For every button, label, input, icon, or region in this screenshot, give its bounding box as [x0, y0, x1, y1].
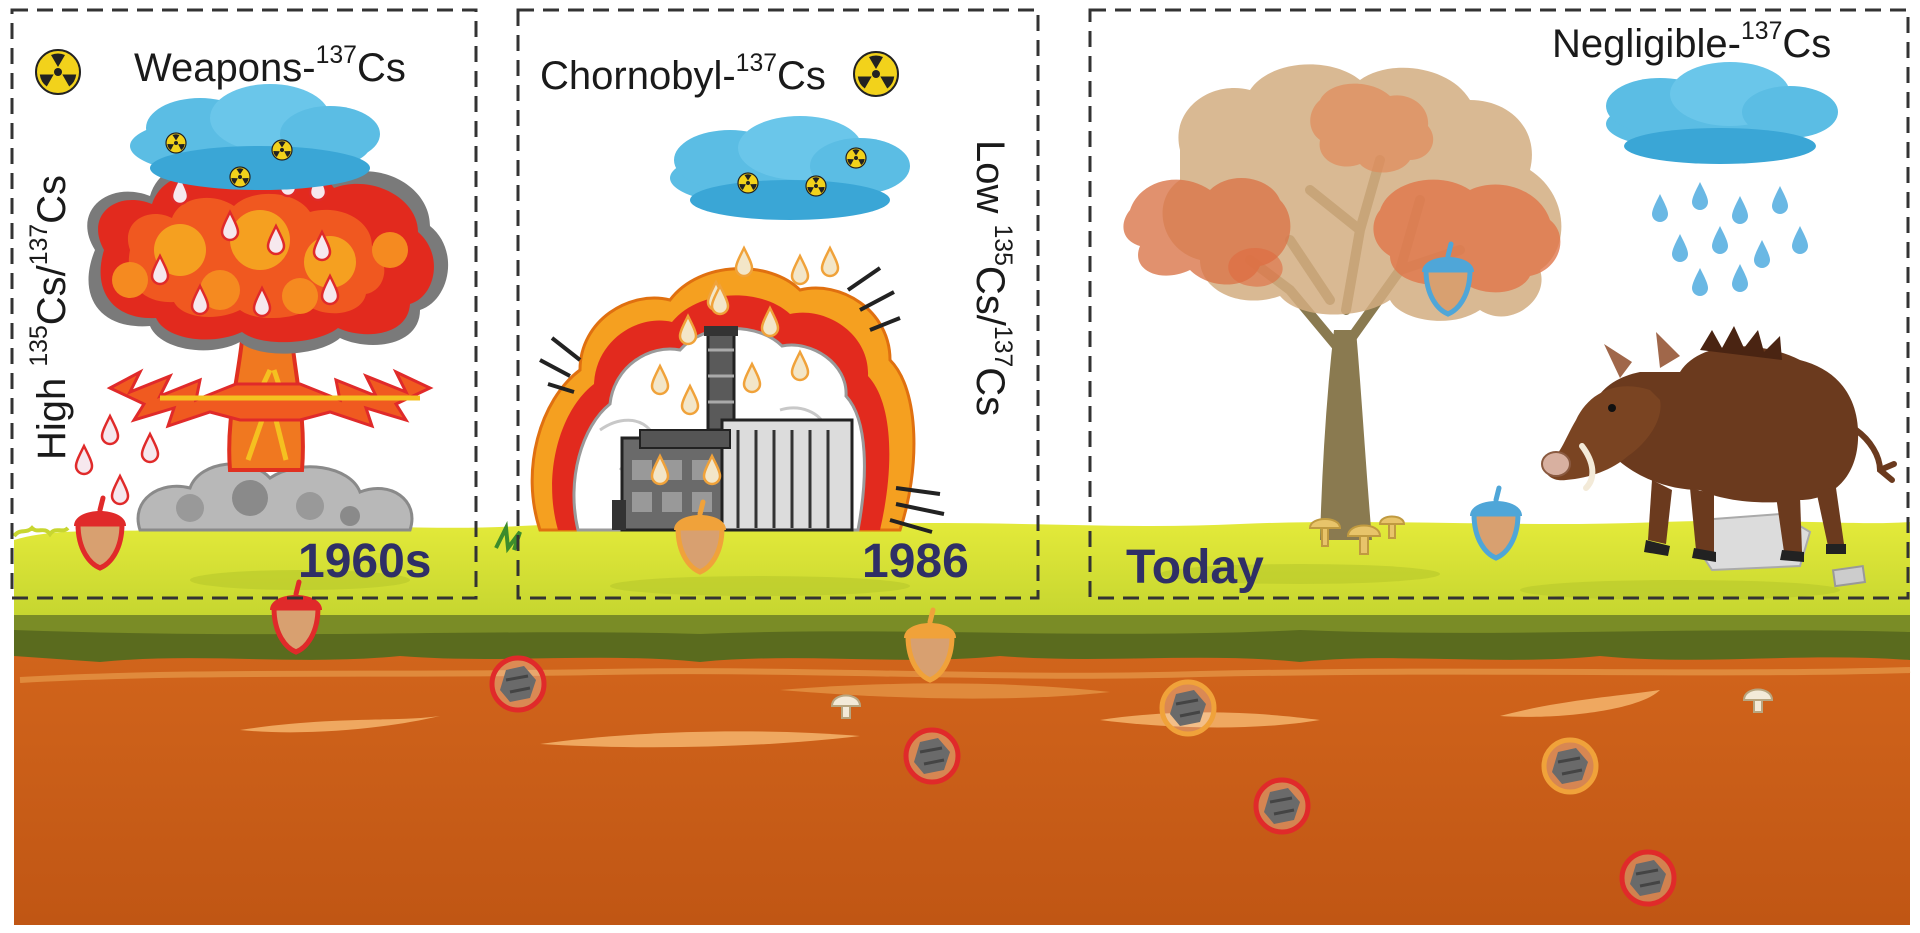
mushroom-cloud-icon	[87, 151, 449, 532]
tree-icon	[1123, 64, 1562, 540]
radiation-icon	[35, 49, 81, 95]
panel-1-isotope-ratio: High 135Cs/137Cs	[26, 174, 74, 460]
rain-cloud-icon	[670, 116, 910, 220]
power-plant-icon	[530, 266, 945, 534]
radiation-icon	[853, 51, 899, 97]
panel-1-title: Weapons-137Cs	[134, 42, 406, 90]
panel-3-title: Negligible-137Cs	[1552, 18, 1832, 66]
panel-2-year: 1986	[862, 535, 969, 588]
panel-2-isotope-ratio: Low 135Cs/137Cs	[968, 140, 1016, 417]
panel-1-year: 1960s	[298, 535, 432, 588]
rain-cloud-icon	[1606, 62, 1838, 164]
panel-2-title: Chornobyl-137Cs	[540, 50, 826, 98]
grass-surface	[12, 520, 1910, 615]
mushroom-icon	[1308, 515, 1406, 555]
wild-boar-icon	[1541, 326, 1897, 588]
panel-3-year: Today	[1126, 541, 1264, 594]
rain-cloud-icon	[130, 84, 380, 190]
recent-rain-drops	[1652, 182, 1808, 296]
panel-frames	[10, 8, 1910, 600]
soil-layer	[14, 640, 1911, 925]
